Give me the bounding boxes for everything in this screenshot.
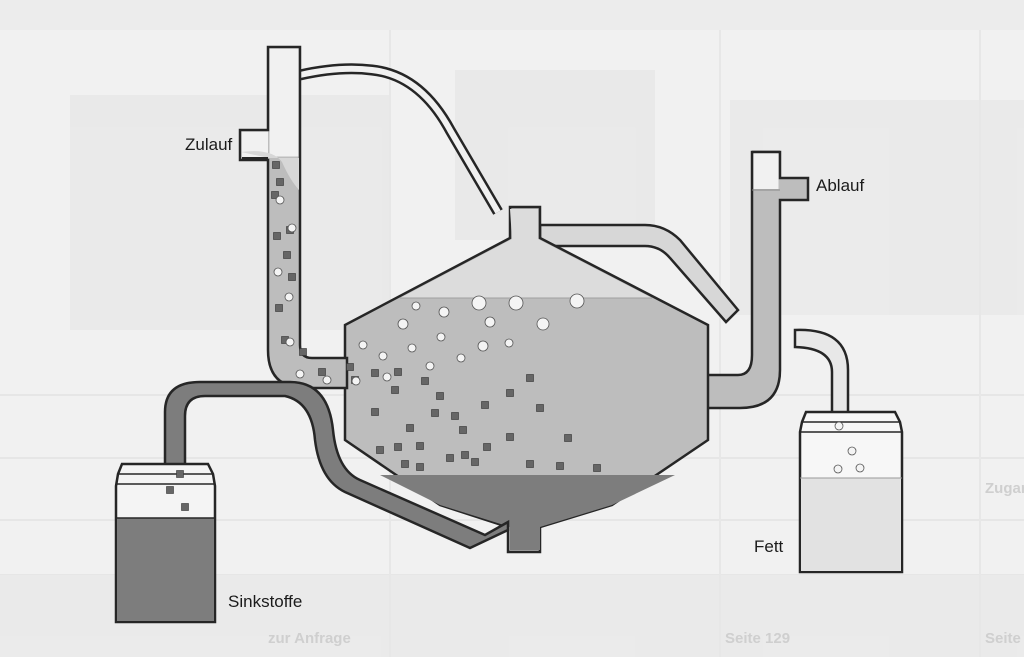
sediment-particle [166, 486, 174, 494]
sediment-particle [446, 454, 454, 462]
grease-bubble [438, 306, 450, 318]
grease-bubble [378, 351, 388, 361]
vent-pipe [538, 223, 740, 324]
sediment-particle [416, 442, 424, 450]
sediment-particle [376, 446, 384, 454]
grease-bubble [295, 369, 305, 379]
grease-bubble [351, 376, 361, 386]
sediment-particle [299, 348, 307, 356]
grease-bubble [477, 340, 489, 352]
sediment-container [114, 462, 217, 624]
grease-bubble [536, 317, 550, 331]
sediment-particle [461, 451, 469, 459]
sediment-particle [506, 389, 514, 397]
sediment-particle [421, 377, 429, 385]
sediment-particle [451, 412, 459, 420]
grease-bubble [397, 318, 409, 330]
grease-bubble [411, 301, 421, 311]
grease-bubble [358, 340, 368, 350]
grease-bubble [436, 332, 446, 342]
grease-bubble [834, 421, 844, 431]
sediment-particle [275, 304, 283, 312]
sediment-particle [401, 460, 409, 468]
sediment-particle [283, 251, 291, 259]
sediment-label: Sinkstoffe [228, 592, 303, 611]
sediment-particle [471, 458, 479, 466]
sediment-particle [416, 463, 424, 471]
grease-bubble [425, 361, 435, 371]
sediment-particle [436, 392, 444, 400]
sediment-particle [406, 424, 414, 432]
sediment-particle [273, 232, 281, 240]
sediment-particle [459, 426, 467, 434]
grease-bubble [382, 372, 392, 382]
grease-bubble [284, 292, 294, 302]
sediment-particle [181, 503, 189, 511]
sediment-particle [526, 460, 534, 468]
grease-bubble [287, 223, 297, 233]
grease-bubble [508, 295, 524, 311]
grease-bubble [322, 375, 332, 385]
grease-bubble [504, 338, 514, 348]
sediment-particle [483, 443, 491, 451]
background-cell: Seite 129 [725, 630, 791, 647]
grease-bubble [569, 293, 585, 309]
sediment-particle [593, 464, 601, 472]
grease-bubble [285, 337, 295, 347]
inlet-label: Zulauf [185, 135, 233, 154]
grease-bubble [407, 343, 417, 353]
sediment-particle [371, 408, 379, 416]
outlet-pipe [698, 150, 810, 410]
outlet-label: Ablauf [816, 176, 865, 195]
sediment-particle [288, 273, 296, 281]
background-cell: Zugan [985, 480, 1024, 497]
sediment-particle [176, 470, 184, 478]
background-cell: Seite [985, 630, 1021, 647]
sediment-particle [526, 374, 534, 382]
sediment-particle [271, 191, 279, 199]
sediment-particle [536, 404, 544, 412]
sediment-particle [394, 368, 402, 376]
grease-bubble [471, 295, 487, 311]
grease-bubble [273, 267, 283, 277]
grease-label: Fett [754, 537, 784, 556]
grease-bubble [855, 463, 865, 473]
grease-bubble [456, 353, 466, 363]
sediment-particle [371, 369, 379, 377]
sediment-particle [346, 363, 354, 371]
sediment-particle [272, 161, 280, 169]
sediment-particle [481, 401, 489, 409]
grease-bubble [847, 446, 857, 456]
connecting-hose [298, 63, 503, 215]
sediment-particle [276, 178, 284, 186]
sediment-particle [394, 443, 402, 451]
sediment-particle [506, 433, 514, 441]
grease-bubble [275, 195, 285, 205]
grease-container [798, 410, 904, 574]
grease-bubble [833, 464, 843, 474]
sediment-particle [431, 409, 439, 417]
sediment-particle [556, 462, 564, 470]
sediment-particle [564, 434, 572, 442]
grease-bubble [484, 316, 496, 328]
grease-bubbles [273, 195, 865, 474]
sediment-particle [391, 386, 399, 394]
grease-pipe [793, 328, 850, 420]
background-cell: zur Anfrage [268, 630, 351, 647]
sediment-particle [318, 368, 326, 376]
